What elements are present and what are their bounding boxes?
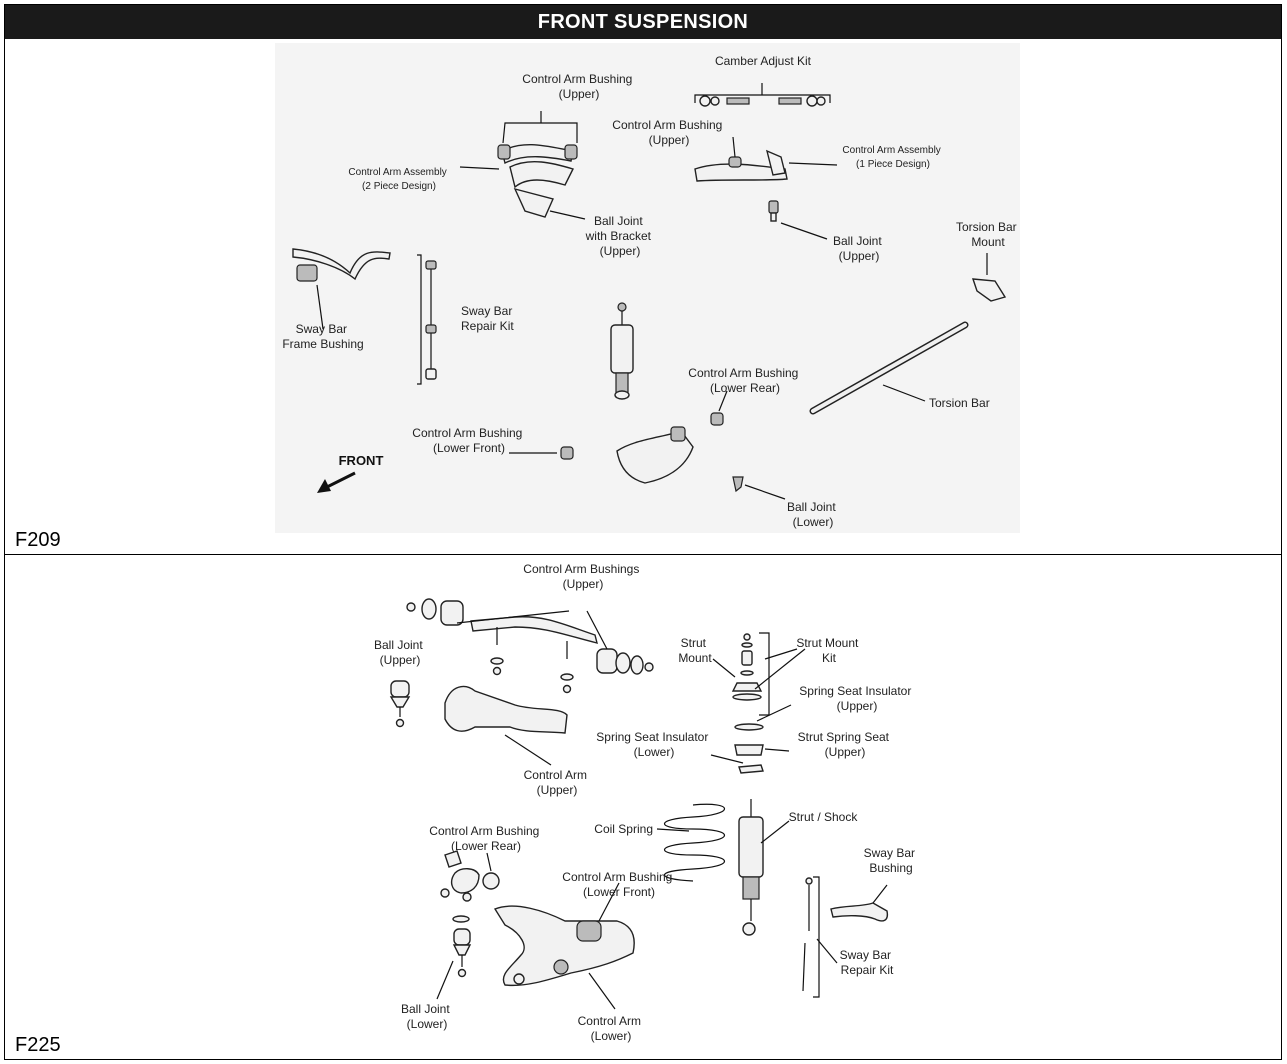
label-b-strut-shock: Strut / Shock (789, 810, 859, 824)
lower-ball-joint (452, 915, 472, 978)
label-a-bj-bracket: Ball Joint with Bracket (Upper) (585, 214, 655, 258)
upper-control-arm-1piece (694, 149, 788, 222)
label-b-bj-lower: Ball Joint (Lower) (401, 1002, 453, 1031)
label-a-cab-upper-b: Control Arm Bushing (Upper) (612, 118, 725, 147)
label-a-bj-upper: Ball Joint (Upper) (833, 234, 885, 263)
label-b-sb-repair: Sway Bar Repair Kit (840, 948, 895, 977)
sway-bar-end (830, 902, 889, 922)
label-a-caa-2piece: Control Arm Assembly (2 Piece Design) (348, 167, 449, 192)
label-b-strut-mount-kit: Strut Mount Kit (796, 636, 861, 665)
sway-bar-link-kit (802, 876, 820, 998)
f209-diagram: Control Arm Bushing (Upper) Camber Adjus… (275, 43, 1020, 533)
figure-code-f209: F209 (15, 529, 61, 551)
label-b-ssi-lower: Spring Seat Insulator (Lower) (596, 730, 711, 759)
strut-mount-assembly (731, 632, 770, 774)
label-a-bj-lower: Ball Joint (Lower) (787, 500, 839, 529)
camber-adjust-kit (694, 83, 831, 107)
label-b-cab-lower-rear: Control Arm Bushing (Lower Rear) (429, 824, 542, 853)
label-b-cab-upper: Control Arm Bushings (Upper) (523, 562, 642, 591)
upper-ball-joint (389, 680, 411, 728)
label-a-tb-mount: Torsion Bar Mount (956, 220, 1020, 249)
strut-shock (738, 799, 764, 936)
label-a-cab-lower-front: Control Arm Bushing (Lower Front) (412, 426, 525, 455)
label-b-bj-upper: Ball Joint (Upper) (374, 638, 426, 667)
f225-diagram: Control Arm Bushings (Upper) Ball Joint … (374, 562, 919, 1043)
upper-control-arm-2piece (497, 144, 578, 218)
sway-bar-repair-kit-parts (417, 254, 437, 385)
torsion-bar-mount (971, 278, 1007, 302)
figure-code-f225: F225 (15, 1034, 61, 1056)
lower-control-arm (616, 426, 694, 484)
label-b-ca-lower: Control Arm (Lower) (578, 1014, 645, 1043)
lower-front-bushing (560, 446, 574, 460)
label-b-ssi-upper: Spring Seat Insulator (Upper) (799, 684, 914, 713)
label-b-ca-upper: Control Arm (Upper) (524, 768, 591, 797)
label-b-sss-upper: Strut Spring Seat (Upper) (798, 730, 893, 759)
label-a-caa-1piece: Control Arm Assembly (1 Piece Design) (842, 145, 943, 170)
label-a-sb-repair: Sway Bar Repair Kit (461, 304, 516, 333)
catalog-sheet: FRONT SUSPENSION (4, 4, 1282, 1060)
upper-arm-with-bushings (406, 598, 654, 694)
shock-absorber (610, 302, 634, 400)
torsion-bar (809, 321, 969, 415)
figure-f225: Control Arm Bushings (Upper) Ball Joint … (5, 555, 1281, 1059)
upper-bushing-bracket-lines (502, 111, 578, 144)
figure-f209: Control Arm Bushing (Upper) Camber Adjus… (5, 39, 1281, 555)
label-a-camber-kit: Camber Adjust Kit (715, 54, 812, 68)
f209-leader-lines (316, 136, 988, 500)
lower-rear-bushing-bracket (440, 850, 500, 902)
page-title: FRONT SUSPENSION (5, 5, 1281, 39)
label-a-cab-lower-rear: Control Arm Bushing (Lower Rear) (688, 366, 801, 395)
lower-rear-bushing (710, 412, 724, 426)
lower-ball-joint (732, 476, 744, 493)
label-a-sb-frame: Sway Bar Frame Bushing (282, 322, 363, 351)
coil-spring (663, 803, 726, 882)
label-a-torsion-bar: Torsion Bar (929, 396, 990, 410)
label-b-sb-bushing: Sway Bar Bushing (864, 846, 919, 875)
lower-control-arm (493, 905, 635, 987)
label-b-cab-lower-front: Control Arm Bushing (Lower Front) (562, 870, 675, 899)
label-b-strut-mount: Strut Mount (678, 636, 712, 665)
label-a-cab-upper: Control Arm Bushing (Upper) (522, 72, 635, 101)
sway-bar (292, 248, 391, 282)
label-a-front: FRONT (339, 453, 384, 468)
upper-control-arm (444, 685, 568, 734)
label-b-coil-spring: Coil Spring (594, 822, 653, 836)
f225-leader-lines (436, 610, 888, 1010)
